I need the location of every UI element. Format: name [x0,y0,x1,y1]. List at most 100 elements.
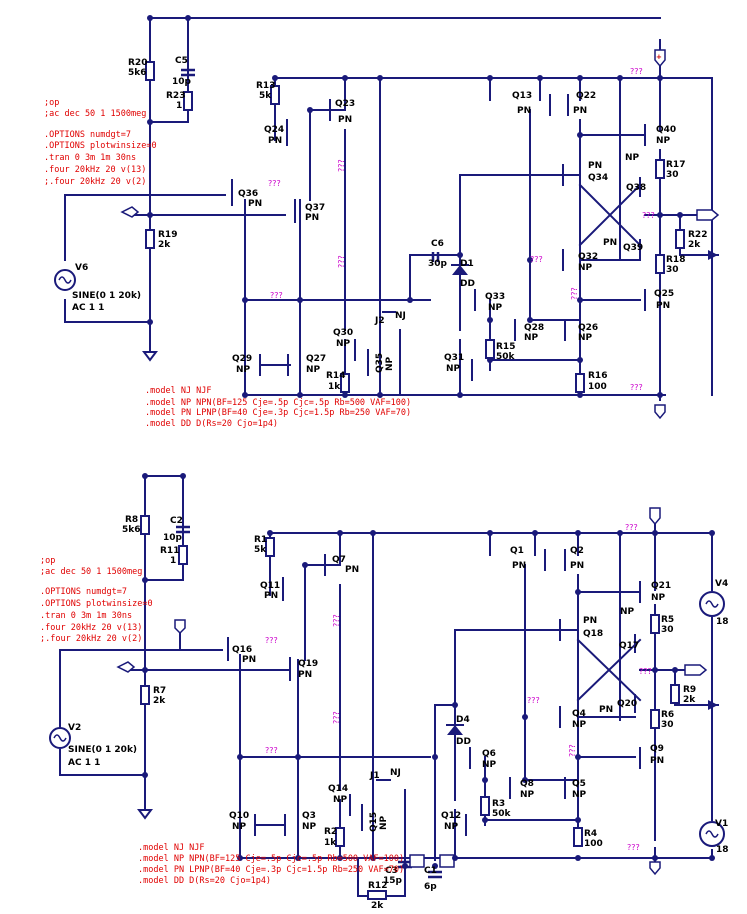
type-Q32: NP [578,263,593,273]
net-label: ??? [337,255,346,268]
label-Q8: Q8 [520,779,534,789]
label-Q4: Q4 [572,709,586,719]
type-Q36: PN [248,199,262,209]
label-Q38: Q38 [626,183,646,193]
net-label: ??? [630,67,643,76]
supply-V1-value: 18 [716,845,729,855]
net-label: ??? [568,744,577,757]
net-label: ??? [265,636,278,645]
supply-V1-name: V1 [715,819,728,829]
net-label: ??? [265,746,278,755]
value-R2: 1k [324,838,337,848]
type-Q34: PN [588,161,602,171]
source-top-line2: AC 1 1 [72,303,104,313]
type-Q28: NP [524,333,539,343]
type-Q5: NP [572,790,587,800]
net-label: ??? [270,291,283,300]
label-Q40: Q40 [656,125,676,135]
value-R8: 5k6 [122,525,141,535]
type-Q30: NP [336,339,351,349]
label-R19: R19 [158,230,177,240]
value-C2: 10p [163,533,183,543]
label-Q32: Q32 [578,252,598,262]
net-label: ??? [642,211,655,220]
model-line: .model NJ NJF [138,843,205,853]
label-C3: C3 [385,866,398,876]
net-label: ??? [627,843,640,852]
models-bottom: .model NJ NJF .model NP NPN(BF=125 Cje=.… [138,843,404,886]
label-Q27: Q27 [306,354,326,364]
label-Q18: Q18 [583,629,603,639]
label-R11: R11 [160,546,179,556]
value-R20: 5k6 [128,68,147,78]
label-R7: R7 [153,686,166,696]
source-bottom-name: V2 [68,723,81,733]
value-R12: 2k [371,901,384,911]
label-Q28: Q28 [524,323,544,333]
label-R23: R23 [166,91,185,101]
models-top: .model NJ NJF .model NP NPN(BF=125 Cje=.… [145,386,411,429]
type-Q19: PN [298,670,312,680]
type-Q25: PN [656,301,670,311]
label-R1: R1 [254,535,267,545]
source-bottom-line2: AC 1 1 [68,758,100,768]
supply-V4-value: 18 [716,617,729,627]
net-label: ??? [530,255,543,264]
type-Q9: PN [650,756,664,766]
type-Q14: NP [333,795,348,805]
label-Q6: Q6 [482,749,496,759]
type-Q24: PN [268,136,282,146]
label-Q31: Q31 [444,353,464,363]
label-Q39: Q39 [623,243,643,253]
type-Q10: NP [232,822,247,832]
value-R5: 30 [661,625,674,635]
type-J2: NJ [395,311,406,321]
source-bottom-line1: SINE(0 1 20k) [68,745,137,755]
type-Q39: PN [603,238,617,248]
net-label: ??? [630,383,643,392]
model-line: .model NP NPN(BF=125 Cje=.5p Cjc=.5p Rb=… [138,854,404,864]
label-R8: R8 [125,515,138,525]
type-Q8: NP [520,790,535,800]
label-R6: R6 [661,710,674,720]
label-Q3: Q3 [302,811,316,821]
label-Q5: Q5 [572,779,586,789]
type-Q18: PN [583,616,597,626]
label-C2: C2 [170,516,183,526]
directive-line: ;.four 20kHz 20 v(2) [44,177,146,187]
directives-bottom: ;op ;ac dec 50 1 1500meg .OPTIONS numdgt… [40,556,153,644]
label-Q7: Q7 [332,555,346,565]
value-C6: 30p [428,259,448,269]
value-C3: 15p [383,876,403,886]
label-R5: R5 [661,615,674,625]
label-Q30: Q30 [333,328,353,338]
type-Q35: NP [385,356,395,371]
value-R19: 2k [158,240,171,250]
directive-line: ;op [44,98,59,108]
type-Q2: PN [570,561,584,571]
value-R17: 30 [666,170,679,180]
type-J1: NJ [390,768,401,778]
type-Q34-NP: NP [625,153,640,163]
type-Q33: NP [488,303,503,313]
type-Q37: PN [305,213,319,223]
value-R7: 2k [153,696,166,706]
label-D1: D1 [460,259,474,269]
label-Q34: Q34 [588,173,608,183]
type-Q18-NP: NP [620,607,635,617]
net-label: ??? [570,287,579,300]
type-Q7: PN [345,565,359,575]
value-C5: 10p [172,77,192,87]
label-Q25: Q25 [654,289,674,299]
net-label: ??? [639,667,652,676]
label-R4: R4 [584,829,597,839]
type-Q4: NP [572,720,587,730]
directive-line: .four 20kHz 20 v(13) [44,165,146,175]
label-Q13: Q13 [512,91,532,101]
type-Q40: NP [656,136,671,146]
label-R14: R14 [326,371,345,381]
label-Q37: Q37 [305,203,325,213]
type-Q3: NP [302,822,317,832]
label-J1: J1 [369,771,380,781]
